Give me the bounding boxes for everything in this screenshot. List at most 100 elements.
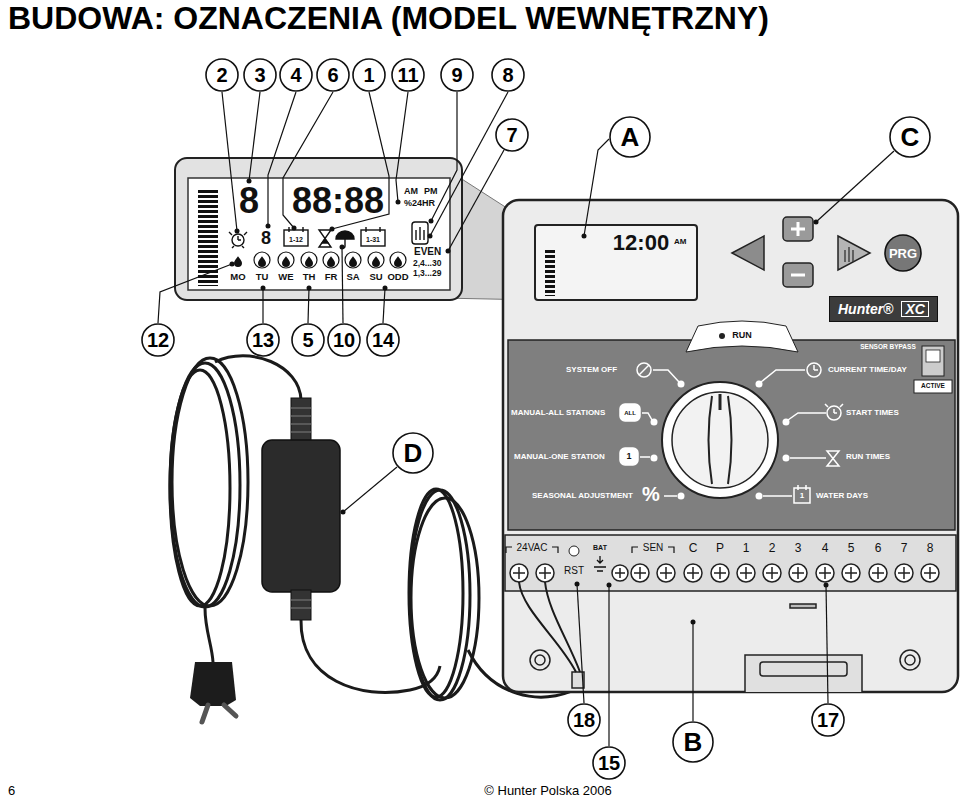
icon-text: 1 (800, 492, 804, 500)
dial-position-mark (651, 455, 658, 462)
control-button (783, 217, 813, 241)
node-text-group: 14 (366, 323, 400, 357)
callout-number: 9 (451, 65, 462, 85)
lcd-zoom-panel (175, 158, 462, 300)
callout-number: D (404, 440, 423, 466)
leader-dot (292, 226, 297, 231)
power-adapter (291, 590, 311, 620)
lcd-icon (361, 230, 385, 246)
controller-housing (503, 200, 958, 692)
mains-plug (202, 705, 236, 722)
day-label: SA (346, 272, 359, 282)
water-drop-icon (323, 252, 339, 268)
mains-plug (190, 662, 236, 706)
power-cord (409, 489, 463, 697)
node-text-group: 13 (246, 323, 280, 357)
day-label: SU (369, 272, 382, 282)
housing-detail (790, 604, 816, 608)
power-adapter (291, 398, 311, 442)
node-text-group: A (609, 116, 651, 158)
display-time: 12:00 (613, 232, 669, 254)
leader-dot (429, 219, 434, 224)
callout-number: 2 (216, 65, 227, 85)
callout-number: 3 (254, 65, 265, 85)
node-text-group: 5 (291, 323, 325, 357)
node-text-group: D (392, 432, 434, 474)
callout-circle: 13 (246, 323, 280, 357)
lcd-indicator: 1,3...29 (413, 269, 441, 278)
callout-outline (610, 117, 650, 157)
lcd-digit: 88:88 (292, 183, 384, 219)
terminal-label: 24VAC (517, 543, 548, 553)
dial-label: SEASONAL ADJUSTMENT (532, 492, 633, 500)
water-drop-icon (254, 252, 270, 268)
node-text-group: 12 (141, 323, 175, 357)
node-text-group: 2 (205, 58, 239, 92)
power-adapter (291, 600, 311, 608)
terminal-strip (505, 535, 956, 591)
callout-number: 11 (397, 65, 418, 85)
dial-pointer-line (763, 495, 792, 497)
leader-dot (307, 286, 312, 291)
leader-line (262, 288, 263, 323)
callout-circle: 12 (141, 323, 175, 357)
water-drop-icon (394, 256, 402, 267)
node-text-group: B (672, 721, 714, 763)
program-button: PRG (884, 234, 922, 272)
dial-icon (827, 451, 839, 466)
leader-line (268, 92, 296, 226)
dial-panel (508, 340, 955, 530)
leader-dot (575, 582, 580, 587)
water-drop-icon (368, 252, 384, 268)
sensor-bypass-switch (926, 350, 940, 362)
callout-circle: 3 (243, 58, 277, 92)
lcd-digit: 8 (239, 183, 259, 219)
callout-circle: 10 (327, 323, 361, 357)
leader-line (158, 92, 894, 746)
water-drop-icon (372, 256, 380, 267)
lcd-zoom-panel (198, 188, 218, 286)
dial-pointer-line (761, 370, 805, 382)
dial-position-mark (783, 455, 790, 462)
page-title: BUDOWA: OZNACZENIA (MODEL WEWNĘTRZNY) (8, 2, 769, 34)
leader-dot (383, 286, 388, 291)
terminal-label: P (716, 542, 724, 554)
leader-line (308, 288, 309, 323)
callout-outline (392, 59, 424, 91)
node-text-group: 9 (440, 58, 474, 92)
power-cord (172, 358, 248, 606)
control-button (845, 247, 853, 262)
water-drop-icon (258, 256, 266, 267)
leader-line (383, 288, 385, 323)
node-text-group: 3 (243, 58, 277, 92)
control-button (791, 274, 805, 277)
dial-icon (794, 488, 810, 503)
leader-dot (824, 583, 829, 588)
leader-line (448, 150, 504, 251)
brand-name: Hunter® (838, 302, 893, 316)
callout-number: 17 (817, 710, 839, 730)
node-text-group: 18 (567, 703, 601, 737)
dial-panel (719, 394, 722, 410)
dial-pointer-line (642, 413, 652, 420)
callout-circle: 7 (495, 118, 529, 152)
leader-line (158, 264, 232, 323)
node-text-group: 10 (327, 323, 361, 357)
power-wire (519, 582, 580, 672)
dial-panel (719, 333, 725, 339)
control-button (791, 222, 805, 236)
callout-number: 8 (502, 65, 513, 85)
water-drop-icon (390, 252, 406, 268)
dial-panel (672, 392, 768, 488)
node-text-group: 17 (811, 703, 845, 737)
terminal-label: BAT (593, 544, 607, 551)
water-drop-icon (278, 252, 294, 268)
control-button (732, 217, 870, 287)
callout-number: 10 (333, 330, 355, 350)
water-drop-icon (234, 256, 242, 267)
leader-line (577, 584, 584, 703)
dial-pointer-line (790, 457, 826, 459)
callout-outline (885, 235, 921, 271)
dial-icon (814, 365, 818, 370)
